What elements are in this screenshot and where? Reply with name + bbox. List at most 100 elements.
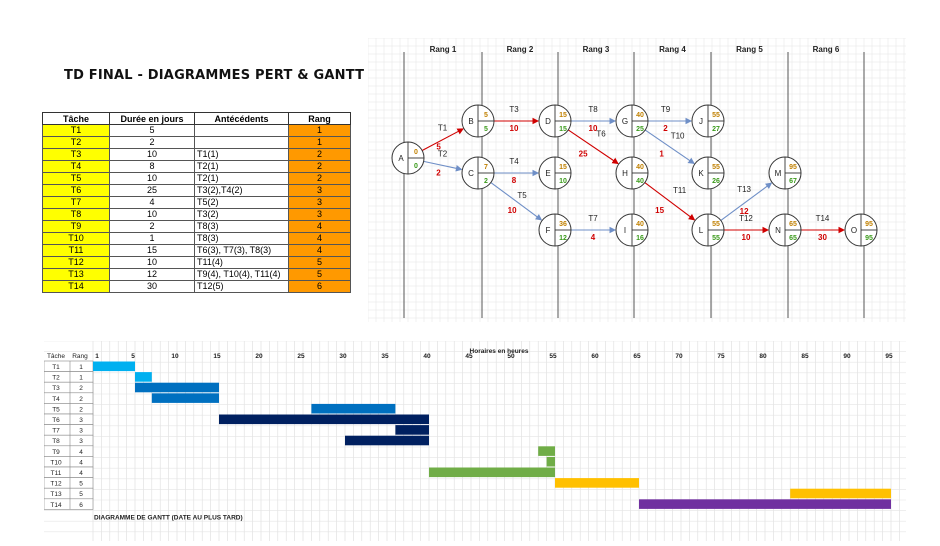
duration-cell: 8 <box>109 160 195 173</box>
gantt-row-header <box>44 498 94 510</box>
gantt-bar <box>429 467 555 478</box>
task-label: T11 <box>673 186 687 195</box>
gantt-rank-label: 5 <box>79 491 83 498</box>
gantt-rank-label: 3 <box>79 417 83 424</box>
gantt-tick-label: 15 <box>213 353 221 360</box>
antecedents-cell: T5(2) <box>194 196 289 209</box>
gantt-tick-label: 10 <box>171 353 179 360</box>
duration-label: 5 <box>436 143 441 152</box>
task-cell: T3 <box>42 148 110 161</box>
gantt-bar <box>639 499 891 509</box>
gantt-rank-label: 1 <box>79 375 83 382</box>
pert-arrow <box>644 129 695 165</box>
duration-label: 30 <box>818 233 827 242</box>
node-late-date: 10 <box>559 178 567 185</box>
gantt-task-label: T10 <box>50 459 62 466</box>
node-id: D <box>545 117 551 126</box>
task-cell: T13 <box>42 268 110 281</box>
task-label: T6 <box>596 130 606 139</box>
duration-cell: 15 <box>109 244 195 257</box>
gantt-task-label: T3 <box>52 385 60 392</box>
gantt-rank-label: 1 <box>79 364 83 371</box>
duration-cell: 4 <box>109 196 195 209</box>
gantt-tick-label: 45 <box>465 353 473 360</box>
node-id: A <box>398 154 404 163</box>
task-cell: T14 <box>42 280 110 293</box>
antecedents-cell: T8(3) <box>194 232 289 245</box>
rank-cell: 4 <box>288 232 351 245</box>
duration-label: 15 <box>655 206 664 215</box>
antecedents-cell: T2(1) <box>194 160 289 173</box>
duration-cell: 30 <box>109 280 195 293</box>
task-label: T3 <box>509 105 519 114</box>
gantt-tick-label: 1 <box>95 353 99 360</box>
gantt-tick-label: 5 <box>131 353 135 360</box>
gantt-tick-label: 90 <box>843 353 851 360</box>
antecedents-cell: T2(1) <box>194 172 289 185</box>
node-late-date: 67 <box>789 178 797 185</box>
duration-label: 10 <box>510 124 519 133</box>
gantt-tick-label: 30 <box>339 353 347 360</box>
node-late-date: 25 <box>636 126 644 133</box>
node-early-date: 15 <box>559 164 567 171</box>
pert-arrow <box>567 129 619 165</box>
node-id: G <box>622 117 628 126</box>
node-id: C <box>468 169 474 178</box>
task-cell: T7 <box>42 196 110 209</box>
task-cell: T4 <box>42 160 110 173</box>
node-early-date: 55 <box>712 112 720 119</box>
gantt-task-label: T4 <box>52 396 60 403</box>
duration-label: 2 <box>436 168 441 177</box>
task-cell: T9 <box>42 220 110 233</box>
task-label: T13 <box>737 185 751 194</box>
task-label: T10 <box>671 132 685 141</box>
rank-label: Rang 2 <box>507 45 534 54</box>
pert-node: B55 <box>461 104 495 138</box>
node-late-date: 15 <box>559 126 567 133</box>
node-id: J <box>699 117 703 126</box>
node-early-date: 0 <box>414 149 418 156</box>
task-label: T5 <box>517 191 527 200</box>
task-label: T14 <box>816 214 830 223</box>
duration-label: 10 <box>589 124 598 133</box>
table-header-row: Tâche Durée en jours Antécédents Rang <box>42 112 351 125</box>
gantt-bar <box>790 488 891 499</box>
task-label: T9 <box>661 105 671 114</box>
task-label: T12 <box>739 214 753 223</box>
rank-cell: 4 <box>288 220 351 233</box>
gantt-bar <box>538 446 555 456</box>
duration-cell: 25 <box>109 184 195 197</box>
node-early-date: 95 <box>865 221 873 228</box>
gantt-tick-label: 60 <box>591 353 599 360</box>
node-id: N <box>775 226 781 235</box>
node-id: E <box>545 169 550 178</box>
node-id: F <box>546 226 551 235</box>
node-late-date: 55 <box>712 235 720 242</box>
duration-cell: 10 <box>109 208 195 221</box>
gantt-bar <box>311 403 396 414</box>
pert-node: C72 <box>461 156 495 190</box>
gantt-task-label: T14 <box>50 502 62 509</box>
gantt-tick-label: 20 <box>255 353 263 360</box>
node-id: I <box>624 226 626 235</box>
node-early-date: 65 <box>789 221 797 228</box>
rank-cell: 4 <box>288 244 351 257</box>
node-early-date: 5 <box>484 112 488 119</box>
gantt-task-label: T13 <box>50 491 62 498</box>
header-task: Tâche <box>42 112 110 125</box>
rank-label: Rang 4 <box>659 45 686 54</box>
task-cell: T6 <box>42 184 110 197</box>
gantt-task-label: T11 <box>51 470 62 477</box>
task-cell: T11 <box>42 244 110 257</box>
